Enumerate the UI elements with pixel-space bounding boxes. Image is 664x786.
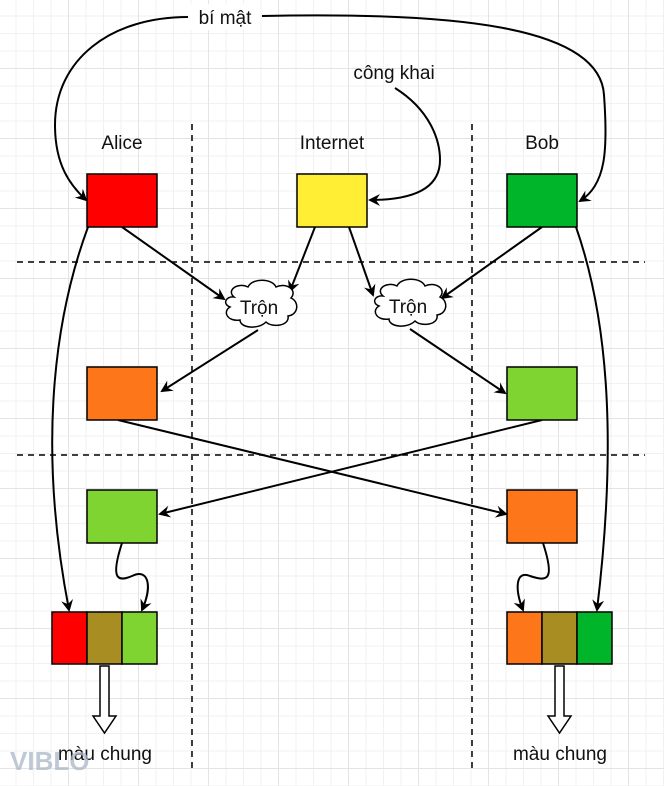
alice-shared-part-secret — [51, 611, 88, 665]
arrow-bob-secret-to-shared — [575, 226, 609, 612]
arrow-mix-to-alice-mixed — [160, 329, 259, 393]
arrow-public-to-mix-left — [288, 226, 316, 293]
secret-arrow-to-alice — [53, 16, 189, 202]
public-color-box — [296, 173, 368, 228]
mix-label-right: Trộn — [389, 297, 427, 318]
mix-cloud-left — [224, 279, 298, 328]
arrow-received-to-shared-left — [115, 542, 152, 612]
arrow-mix-to-bob-mixed — [409, 328, 507, 395]
alice-shared-part-common — [86, 611, 123, 665]
bob-shared-part-received — [506, 611, 543, 665]
public-label: công khai — [353, 63, 434, 84]
bob-column-header: Bob — [525, 133, 559, 154]
bob-received-box — [506, 489, 578, 544]
arrow-alice-to-mix — [121, 226, 226, 301]
mix-label-left: Trộn — [240, 298, 278, 319]
bob-secret-box — [506, 173, 578, 228]
secret-arrow-to-bob — [261, 14, 607, 203]
arrow-public-to-mix-right — [348, 226, 376, 297]
arrow-alice-mixed-to-bob — [117, 419, 508, 518]
alice-mixed-box — [86, 366, 158, 421]
viblo-watermark: VIBLO — [10, 746, 89, 776]
alice-shared-part-received — [121, 611, 158, 665]
arrow-received-to-shared-right — [513, 542, 550, 612]
internet-column-header: Internet — [300, 133, 365, 154]
bob-shared-part-common — [541, 611, 578, 665]
mix-cloud-right — [373, 278, 447, 327]
secret-label: bí mật — [199, 8, 253, 29]
public-arrow-to-internet — [368, 87, 442, 206]
shared-color-label-left: màu chung — [58, 744, 152, 765]
alice-received-box — [86, 489, 158, 544]
arrow-bob-to-mix — [440, 226, 543, 300]
alice-column-header: Alice — [101, 133, 142, 154]
shared-color-label-right: màu chung — [513, 744, 607, 765]
arrow-alice-secret-to-shared — [51, 226, 89, 612]
alice-secret-box — [86, 173, 158, 228]
bob-mixed-box — [506, 366, 578, 421]
shared-result-arrow-left — [91, 665, 118, 735]
arrow-bob-mixed-to-alice — [158, 419, 543, 518]
bob-shared-part-secret — [576, 611, 613, 665]
shared-result-arrow-right — [546, 665, 573, 735]
